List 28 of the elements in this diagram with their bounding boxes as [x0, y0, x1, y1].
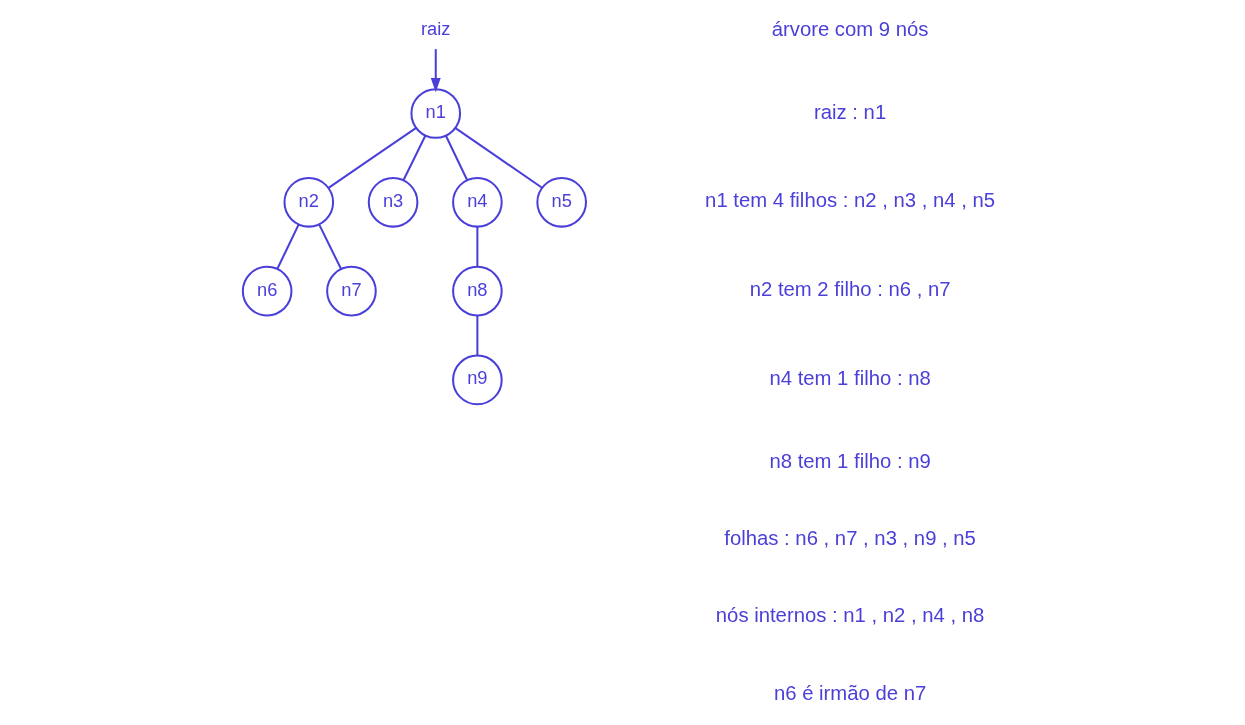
- connector: [444, 135, 469, 181]
- node-circle: n9: [452, 354, 503, 406]
- node-circle: n7: [326, 265, 377, 317]
- connector: [454, 127, 543, 189]
- connector: [402, 135, 427, 181]
- node-text: raiz: [421, 18, 451, 39]
- node-circle: n1: [410, 88, 462, 139]
- node-circle: n6: [241, 265, 293, 317]
- connector: [318, 223, 343, 270]
- label: nós internos : n1 , n2 , n4 , n8: [715, 604, 985, 627]
- label: raiz : n1: [814, 100, 887, 123]
- label: folhas : n6 , n7 , n3 , n9 , n5: [724, 527, 976, 550]
- connector: [476, 315, 479, 356]
- node-circle: n8: [452, 265, 503, 317]
- connector: [328, 127, 417, 189]
- label: árvore com 9 nós: [771, 17, 929, 40]
- label: n8 tem 1 filho : n9: [769, 449, 931, 472]
- connector: [276, 223, 300, 270]
- node-circle: n5: [536, 177, 587, 228]
- label: n2 tem 2 filho : n6 , n7: [749, 278, 951, 301]
- node-circle: n4: [452, 177, 503, 228]
- label: n4 tem 1 filho : n8: [769, 367, 931, 389]
- label: n1 tem 4 filhos : n2 , n3 , n4 , n5: [705, 189, 996, 212]
- node-circle: n3: [367, 177, 419, 228]
- label: n6 é irmão de n7: [773, 681, 927, 704]
- node-circle: n2: [283, 177, 335, 228]
- arrow: [430, 49, 441, 93]
- connector: [476, 226, 479, 267]
